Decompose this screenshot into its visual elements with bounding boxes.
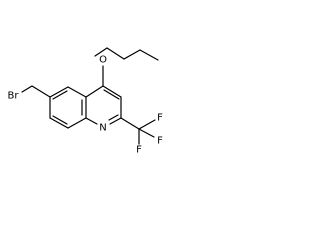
bond-ch2-br bbox=[21, 85, 33, 93]
atom-labels: O N Br F F F bbox=[8, 55, 164, 156]
bond-chain-1 bbox=[139, 49, 159, 61]
bond-cf3-f1 bbox=[138, 119, 156, 130]
bond-c4a-c5 bbox=[67, 86, 87, 98]
bond-n-c8a bbox=[85, 117, 98, 125]
bond-c5-c6 bbox=[49, 86, 69, 98]
atom-label-oxygen: O bbox=[99, 55, 107, 66]
bond-chain-2 bbox=[123, 49, 141, 60]
bond-cf3-f2 bbox=[138, 128, 155, 138]
bond-c8-c8a bbox=[67, 117, 87, 129]
bond-o-ch2 bbox=[94, 47, 108, 57]
bond-c7-c8 bbox=[49, 117, 69, 129]
bond-c4-c3 bbox=[102, 85, 122, 98]
bond-c4a-c4 bbox=[85, 85, 104, 98]
bond-c2-n-inner bbox=[108, 114, 119, 121]
atom-label-fluorine-2: F bbox=[157, 136, 163, 147]
molecule-structure: O N Br F F F bbox=[8, 47, 164, 156]
bond-c3-c3-inner bbox=[103, 89, 120, 100]
atom-label-bromine: Br bbox=[8, 91, 20, 102]
bond-c5-c6-inner bbox=[52, 90, 68, 100]
bond-c7-c8-inner bbox=[52, 115, 68, 125]
atom-label-fluorine-3: F bbox=[136, 145, 142, 156]
bond-c2-n bbox=[109, 117, 122, 125]
bond-c6-ch2 bbox=[31, 85, 51, 98]
bond-chain-3 bbox=[106, 47, 125, 60]
bond-c2-cf3 bbox=[120, 117, 140, 130]
atom-label-fluorine-1: F bbox=[157, 113, 163, 124]
bonds bbox=[21, 47, 159, 145]
atom-label-nitrogen: N bbox=[99, 123, 106, 134]
